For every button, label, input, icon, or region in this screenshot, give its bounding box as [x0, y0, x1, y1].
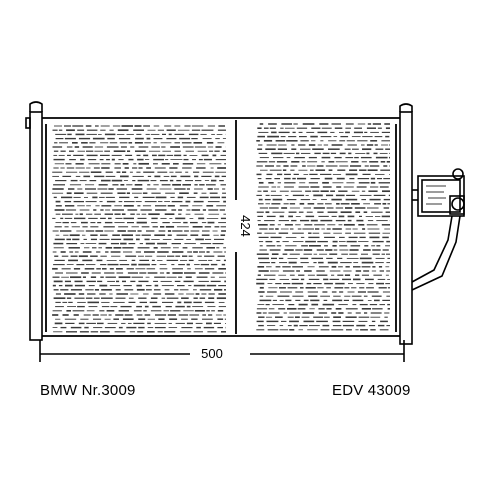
refrigerant-pipe — [411, 215, 461, 291]
height-dimension-label: 424 — [238, 215, 253, 237]
width-dimension-label: 500 — [201, 346, 223, 361]
edv-number-caption: EDV 43009 — [332, 382, 411, 399]
core-frame — [42, 117, 400, 337]
oem-reference-caption: BMW Nr.3009 — [40, 382, 136, 399]
width-dimension-line — [39, 340, 405, 362]
connector-fitting — [412, 168, 465, 217]
right-header-tank — [399, 103, 413, 345]
core-fins-right — [256, 123, 390, 331]
fitting-hatch — [426, 185, 446, 205]
core-fins-left — [52, 125, 226, 333]
left-header-tank — [25, 101, 43, 341]
